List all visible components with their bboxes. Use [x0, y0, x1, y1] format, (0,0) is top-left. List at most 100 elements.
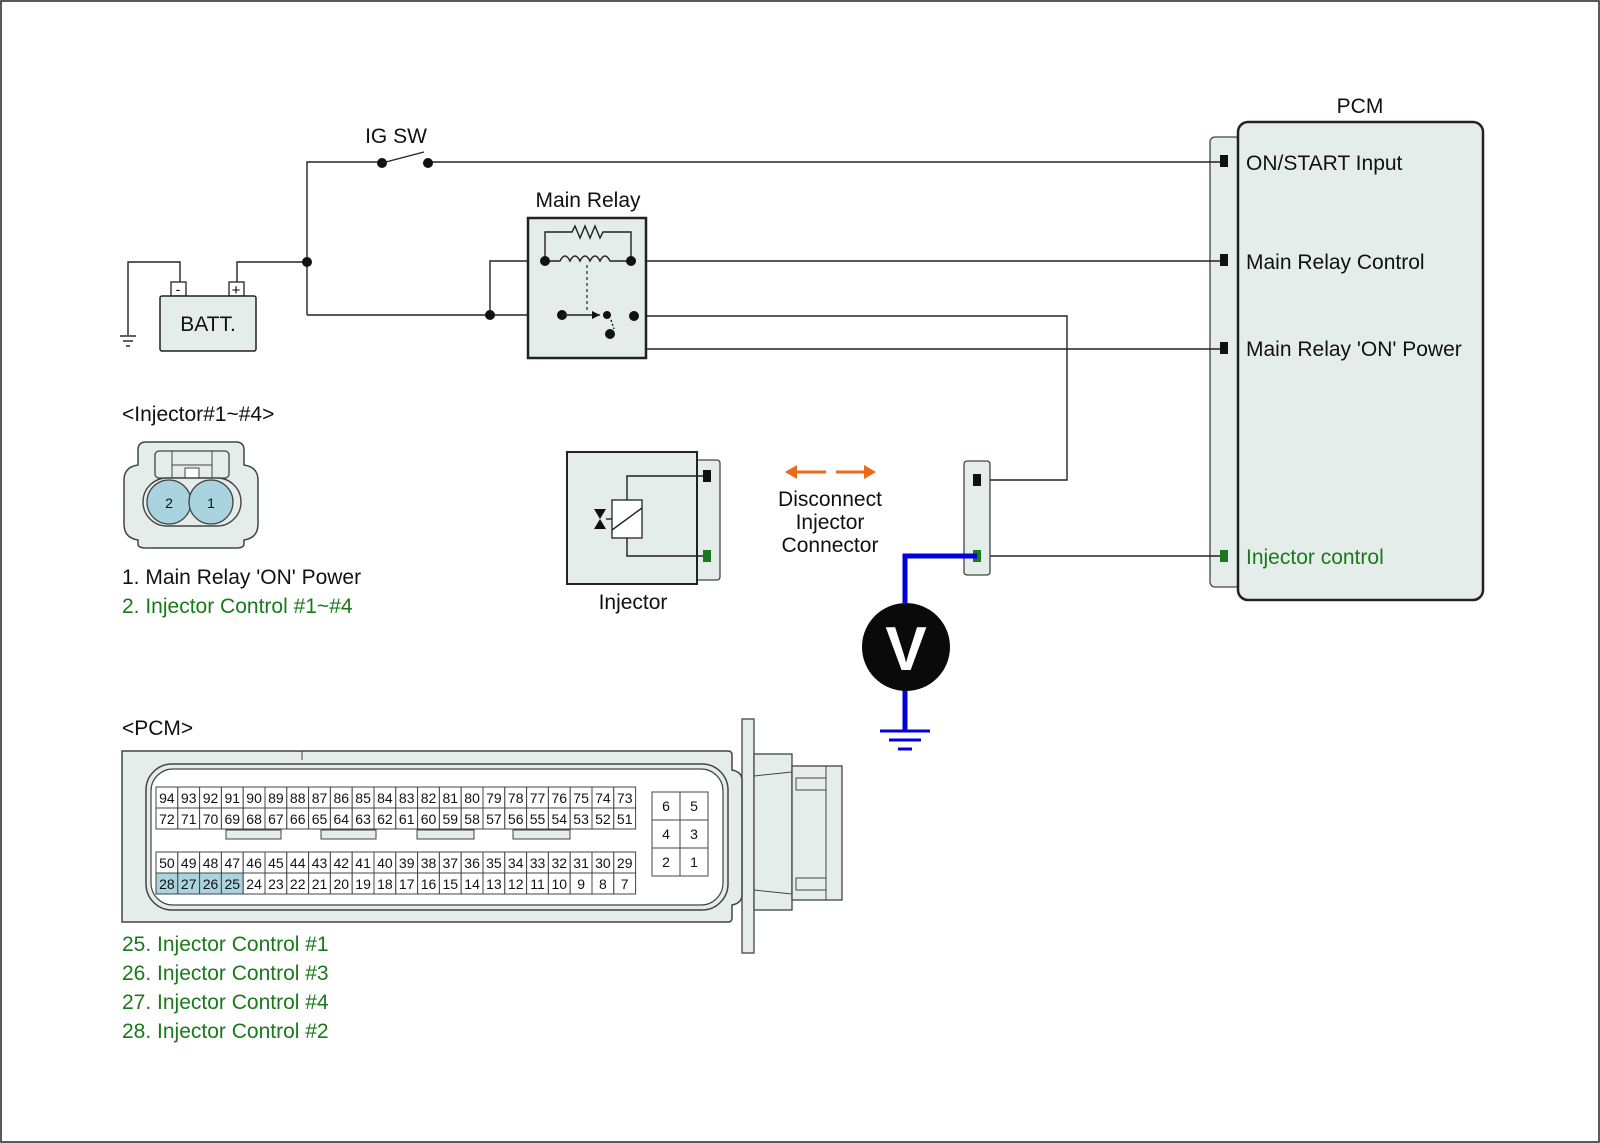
- injector-body: [566, 451, 698, 585]
- pcm-small-pin-cell: [679, 819, 709, 849]
- voltmeter-probe-lead: [902, 553, 977, 603]
- relay-coil-feed-wire: [489, 260, 545, 315]
- pcm-pin-label: Main Relay Control: [1246, 251, 1425, 274]
- pcm-pin-number: 74: [595, 790, 611, 806]
- pcm-pin-number: 33: [530, 855, 546, 871]
- pcm-pin-number: 16: [421, 876, 437, 892]
- pcm-pin-label: ON/START Input: [1246, 152, 1403, 175]
- battery-positive-wire: [236, 261, 307, 282]
- pcm-pin-cell: [613, 807, 637, 830]
- pcm-pin-number: 69: [225, 811, 241, 827]
- battery: - + BATT.: [159, 281, 257, 352]
- pcm-pin-number: 67: [268, 811, 284, 827]
- pcm-pin-number: 65: [312, 811, 328, 827]
- pcm-pin-number: 64: [334, 811, 350, 827]
- pcm-pin-number: 86: [334, 790, 350, 806]
- pcm-pin-number: 30: [595, 855, 611, 871]
- pcm-pin-number: 34: [508, 855, 524, 871]
- pcm-pin-terminal: [1220, 550, 1228, 562]
- wires: [120, 161, 1220, 557]
- pcm-pin-number: 91: [225, 790, 241, 806]
- pcm-small-pin-number: 1: [690, 854, 698, 870]
- battery-ground-wire: [127, 261, 181, 335]
- pcm-pin-number: 90: [246, 790, 262, 806]
- pcm-pin-number: 19: [355, 876, 371, 892]
- ig-switch-label: IG SW: [365, 125, 427, 148]
- pcm-legend-item: 25. Injector Control #1: [122, 933, 329, 956]
- pcm-small-pin-number: 5: [690, 798, 698, 814]
- disconnect-label-line: Injector: [796, 511, 865, 534]
- pcm-pin-number: 44: [290, 855, 306, 871]
- pcm-pin-number: 13: [486, 876, 502, 892]
- pcm-pin-number: 40: [377, 855, 393, 871]
- pcm-pin-number: 21: [312, 876, 328, 892]
- pcm-pin-number: 94: [159, 790, 175, 806]
- disconnect-label-line: Disconnect: [778, 488, 882, 511]
- pcm-pin-number: 51: [617, 811, 633, 827]
- pcm-small-pin-cell: [651, 847, 681, 877]
- injector-legend-item: 1. Main Relay 'ON' Power: [122, 566, 361, 589]
- pcm-small-pin-number: 2: [662, 854, 670, 870]
- pcm-pin-number: 49: [181, 855, 197, 871]
- pcm-small-pin-cell: [679, 847, 709, 877]
- voltmeter: V: [862, 553, 977, 751]
- pcm-pin-number: 15: [443, 876, 459, 892]
- main-relay-body: [526, 216, 648, 360]
- pcm-pin-number: 23: [268, 876, 284, 892]
- battery-minus-label: -: [176, 281, 181, 297]
- pcm-pin-number: 66: [290, 811, 306, 827]
- pcm-legend-item: 28. Injector Control #2: [122, 1020, 329, 1043]
- junction-dot: [302, 257, 312, 267]
- pcm-pin-number: 92: [203, 790, 219, 806]
- pcm-connector-strip: [1209, 136, 1241, 588]
- pcm-pin-number: 77: [530, 790, 546, 806]
- pcm-pin-number: 25: [225, 876, 241, 892]
- pcm-pin-number: 20: [334, 876, 350, 892]
- pcm-pin-number: 72: [159, 811, 175, 827]
- relay-output-wire: [634, 315, 1068, 481]
- pcm-pin-number: 60: [421, 811, 437, 827]
- harness-connector-body: [963, 460, 991, 576]
- pcm-pin-number: 32: [552, 855, 568, 871]
- pcm-pin-cell: [613, 872, 637, 895]
- pcm-pin-number: 87: [312, 790, 328, 806]
- pcm-pin-number: 27: [181, 876, 197, 892]
- pcm-pin-number: 18: [377, 876, 393, 892]
- pcm-pin-number: 53: [573, 811, 589, 827]
- pcm-pin-number: 10: [552, 876, 568, 892]
- pcm-pin-number: 82: [421, 790, 437, 806]
- pcm-pin-number: 59: [443, 811, 459, 827]
- pcm-small-pin-number: 6: [662, 798, 670, 814]
- pcm-pin-number: 14: [464, 876, 480, 892]
- pcm-small-pin-number: 3: [690, 826, 698, 842]
- pcm-pin-number: 7: [621, 876, 629, 892]
- pcm-pin-number: 52: [595, 811, 611, 827]
- pcm-pin-number: 26: [203, 876, 219, 892]
- pcm-pin-number: 37: [443, 855, 459, 871]
- injector-connector: <Injector#1~#4> 2 1 1. Main Relay 'ON' P…: [122, 403, 361, 618]
- pcm-pin-number: 81: [443, 790, 459, 806]
- voltmeter-symbol: V: [885, 615, 926, 684]
- pcm-pin-number: 68: [246, 811, 262, 827]
- ig-switch: IG SW: [365, 125, 433, 168]
- pcm-legend-item: 27. Injector Control #4: [122, 991, 329, 1014]
- pcm-pin-number: 80: [464, 790, 480, 806]
- pcm-pin-number: 62: [377, 811, 393, 827]
- pcm-pin-number: 28: [159, 876, 175, 892]
- pcm-pin-number: 24: [246, 876, 262, 892]
- pcm-pin-number: 41: [355, 855, 371, 871]
- pcm-pin-number: 46: [246, 855, 262, 871]
- pcm-pin-label: Main Relay 'ON' Power: [1246, 338, 1462, 361]
- pcm-pin-number: 84: [377, 790, 393, 806]
- pcm-pin-number: 70: [203, 811, 219, 827]
- pcm-pin-number: 45: [268, 855, 284, 871]
- pcm-pin-number: 39: [399, 855, 415, 871]
- pcm-legend-item: 26. Injector Control #3: [122, 962, 329, 985]
- battery-label: BATT.: [180, 313, 236, 336]
- svg-text:1: 1: [207, 495, 215, 511]
- battery-body: [159, 295, 257, 352]
- pcm-connector-title: <PCM>: [122, 717, 193, 740]
